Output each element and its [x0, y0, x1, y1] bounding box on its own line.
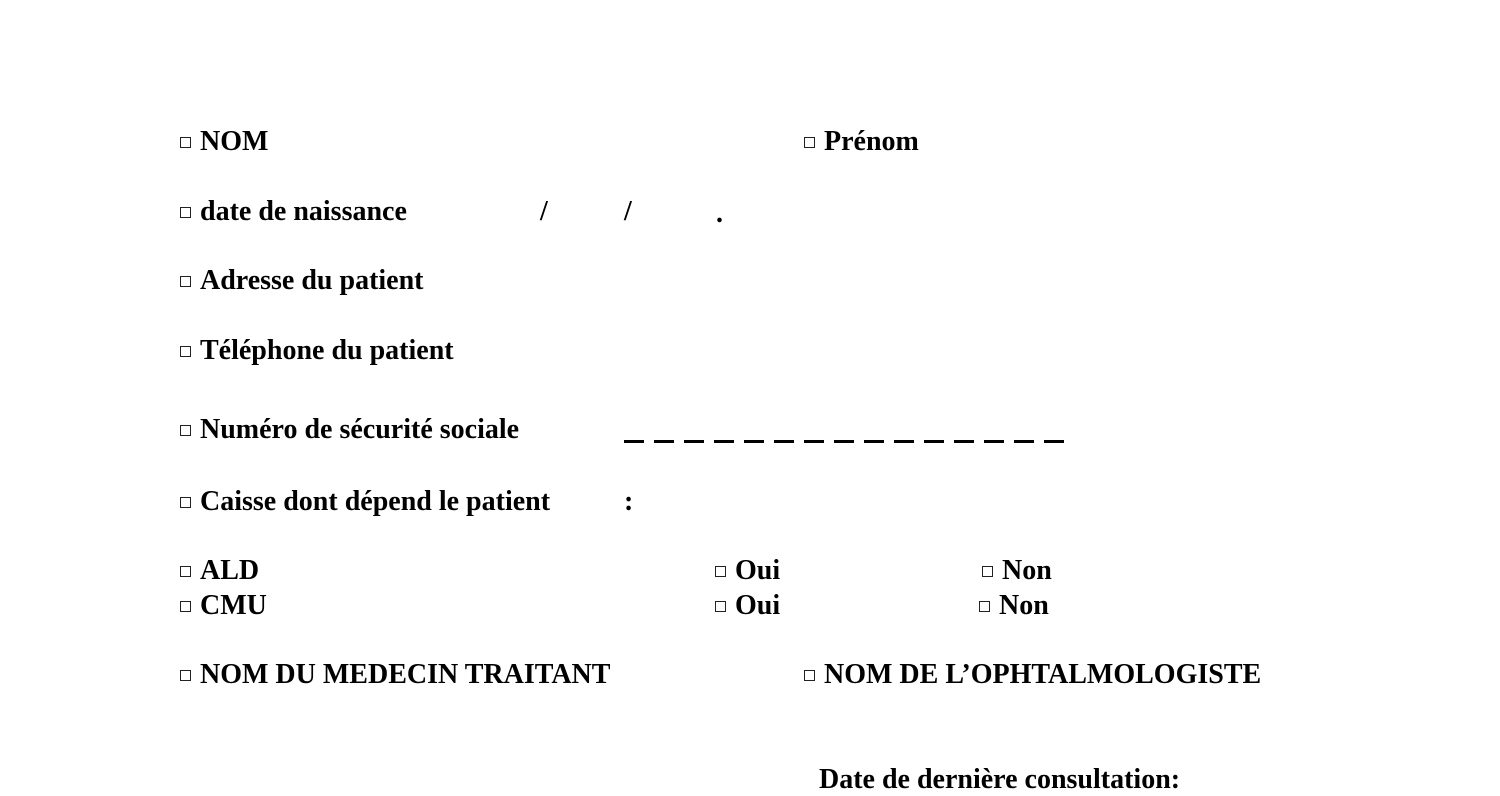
medecin-traitant-label: NOM DU MEDECIN TRAITANT	[200, 659, 611, 690]
nom-label: NOM	[200, 126, 269, 157]
cmu-non-checkbox[interactable]	[979, 601, 990, 612]
medecin-traitant-checkbox[interactable]	[180, 670, 191, 681]
cmu-label: CMU	[200, 590, 267, 621]
date-naissance-label: date de naissance	[200, 196, 407, 227]
secu-digit-slot	[954, 440, 974, 443]
secu-digit-slot	[714, 440, 734, 443]
date-naissance-checkbox[interactable]	[180, 207, 191, 218]
caisse-checkbox[interactable]	[180, 497, 191, 508]
secu-digit-slot	[774, 440, 794, 443]
cmu-field: CMU	[180, 590, 267, 622]
derniere-consultation-label: Date de dernière consultation:	[819, 764, 1181, 795]
cmu-non-label: Non	[999, 590, 1049, 621]
ophtalmologiste-field[interactable]: NOM DE L’OPHTALMOLOGISTE	[804, 659, 1261, 691]
ald-field: ALD	[180, 555, 259, 587]
ald-non-label: Non	[1002, 555, 1052, 586]
secu-label: Numéro de sécurité sociale	[200, 414, 520, 445]
secu-digit-slots[interactable]	[624, 440, 1064, 443]
ald-oui-label: Oui	[735, 555, 781, 586]
secu-digit-slot	[894, 440, 914, 443]
adresse-field[interactable]: Adresse du patient	[180, 265, 424, 297]
secu-digit-slot	[1014, 440, 1034, 443]
ophtalmologiste-checkbox[interactable]	[804, 670, 815, 681]
secu-digit-slot	[684, 440, 704, 443]
cmu-oui-label: Oui	[735, 590, 781, 621]
date-separator-1: /	[540, 196, 548, 227]
ald-label: ALD	[200, 555, 260, 586]
telephone-field[interactable]: Téléphone du patient	[180, 335, 454, 367]
secu-digit-slot	[624, 440, 644, 443]
medecin-traitant-field[interactable]: NOM DU MEDECIN TRAITANT	[180, 659, 610, 691]
date-separator-2: /	[624, 196, 632, 227]
caisse-label: Caisse dont dépend le patient	[200, 486, 551, 517]
ald-oui-checkbox[interactable]	[715, 566, 726, 577]
nom-field[interactable]: NOM	[180, 126, 268, 158]
prenom-field[interactable]: Prénom	[804, 126, 919, 158]
secu-digit-slot	[834, 440, 854, 443]
secu-digit-slot	[984, 440, 1004, 443]
secu-digit-slot	[654, 440, 674, 443]
secu-digit-slot	[804, 440, 824, 443]
cmu-oui-checkbox[interactable]	[715, 601, 726, 612]
secu-digit-slot	[1044, 440, 1064, 443]
secu-field[interactable]: Numéro de sécurité sociale	[180, 414, 519, 446]
adresse-checkbox[interactable]	[180, 276, 191, 287]
secu-digit-slot	[744, 440, 764, 443]
prenom-label: Prénom	[824, 126, 919, 157]
ald-non-checkbox[interactable]	[982, 566, 993, 577]
ald-oui-option[interactable]: Oui	[715, 555, 780, 587]
adresse-label: Adresse du patient	[200, 265, 424, 296]
cmu-non-option[interactable]: Non	[979, 590, 1049, 622]
telephone-checkbox[interactable]	[180, 346, 191, 357]
caisse-colon: :	[624, 486, 634, 517]
caisse-field[interactable]: Caisse dont dépend le patient	[180, 486, 550, 518]
prenom-checkbox[interactable]	[804, 137, 815, 148]
date-naissance-field[interactable]: date de naissance	[180, 196, 407, 228]
ald-non-option[interactable]: Non	[982, 555, 1052, 587]
ophtalmologiste-label: NOM DE L’OPHTALMOLOGISTE	[824, 659, 1262, 690]
nom-checkbox[interactable]	[180, 137, 191, 148]
secu-digit-slot	[924, 440, 944, 443]
cmu-oui-option[interactable]: Oui	[715, 590, 780, 622]
telephone-label: Téléphone du patient	[200, 335, 454, 366]
secu-checkbox[interactable]	[180, 425, 191, 436]
secu-digit-slot	[864, 440, 884, 443]
cmu-checkbox[interactable]	[180, 601, 191, 612]
date-end-dot: .	[716, 198, 723, 229]
ald-checkbox[interactable]	[180, 566, 191, 577]
